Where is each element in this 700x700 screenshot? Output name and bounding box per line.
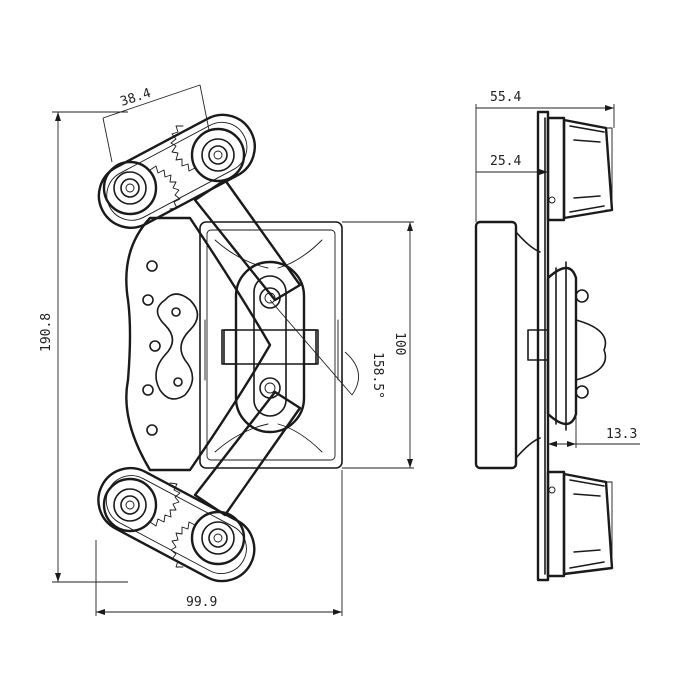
side-sheave <box>527 261 607 431</box>
dim-side-offset: 13.3 <box>548 414 640 448</box>
dim-top-pitch: 38.4 <box>102 84 210 163</box>
side-bottom-cam <box>546 470 614 578</box>
side-plate <box>536 110 550 582</box>
dim-total-height-label: 190.8 <box>39 313 54 352</box>
dim-total-height: 190.8 <box>39 111 128 583</box>
dim-overall-width: 99.9 <box>95 470 343 616</box>
dim-top-pitch-label: 38.4 <box>119 86 154 110</box>
bottom-cam-cleat <box>97 466 256 583</box>
lower-arm <box>193 390 302 517</box>
upper-arm <box>193 178 302 302</box>
base-plate <box>199 221 343 469</box>
center-pulley <box>223 260 317 434</box>
top-right-cam <box>170 125 246 183</box>
dim-side-depth-label: 55.4 <box>490 90 521 105</box>
dim-side-offset-label: 13.3 <box>606 427 637 442</box>
side-dimensions: 55.4 25.4 13.3 <box>475 90 640 448</box>
side-view <box>474 110 614 582</box>
dim-side-inner-depth-label: 25.4 <box>490 154 521 169</box>
dim-base-plate-label: 100 <box>392 332 407 355</box>
side-base-block <box>474 220 541 470</box>
dim-side-inner-depth: 25.4 <box>476 154 548 175</box>
dim-overall-width-label: 99.9 <box>186 595 217 610</box>
dim-angle-label: 158.5° <box>370 352 385 399</box>
angle-construction <box>269 299 359 396</box>
bottom-left-cam <box>102 477 181 533</box>
top-cam-cleat <box>97 113 256 229</box>
side-top-cam <box>546 116 614 222</box>
front-view <box>97 113 359 583</box>
front-dimensions: 38.4 190.8 100 158.5° 99.9 <box>39 84 414 616</box>
dim-angle: 158.5° <box>370 352 385 399</box>
main-bracket <box>125 216 272 472</box>
top-left-cam <box>102 160 181 216</box>
bottom-right-cam <box>170 510 246 568</box>
dim-side-depth: 55.4 <box>475 90 615 222</box>
dim-base-plate: 100 <box>342 221 414 469</box>
